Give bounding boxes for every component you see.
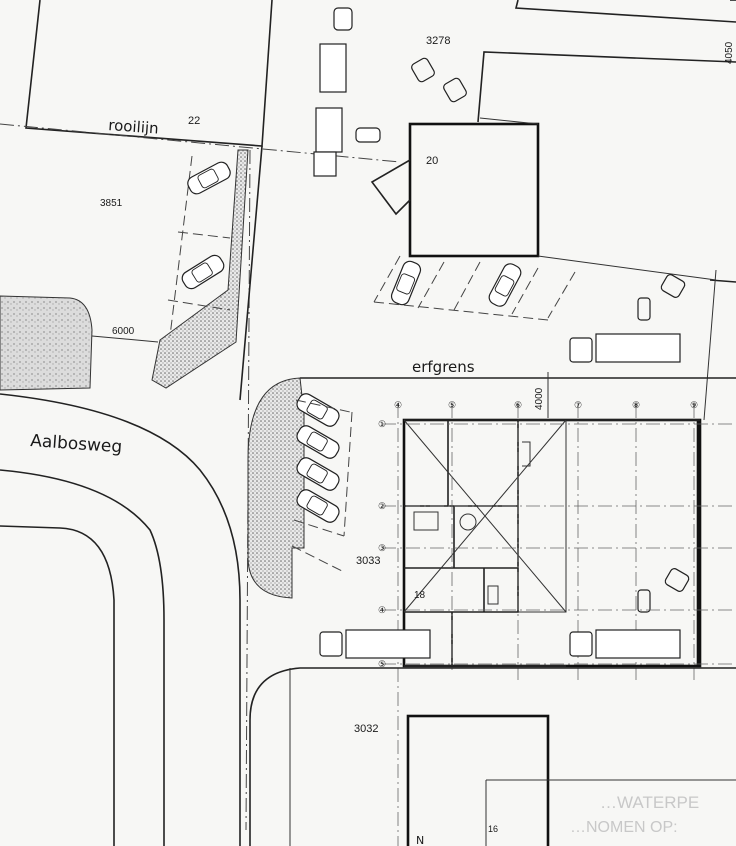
parcel-3278-left-outline <box>25 0 273 147</box>
new-building <box>402 418 702 668</box>
label-plot-16: 16 <box>488 824 498 834</box>
stamp-frame <box>485 779 736 846</box>
neighbour-building-right <box>477 51 736 283</box>
grid-marker: ④ <box>394 400 402 410</box>
grid-marker: ⑧ <box>632 400 640 410</box>
label-rooilijn: rooilijn <box>108 116 160 137</box>
label-dim-4050: 4050 <box>724 41 735 64</box>
building-16 <box>406 714 550 846</box>
grid-marker: ⑦ <box>574 400 582 410</box>
dimension-6000 <box>91 335 159 343</box>
grid-marker: ⑤ <box>448 400 456 410</box>
parked-car <box>388 258 424 308</box>
building-20-entrance <box>370 159 411 216</box>
road-edge-south <box>0 469 165 846</box>
building-20 <box>408 122 540 258</box>
label-dim-6000: 6000 <box>112 326 135 337</box>
grid-marker: ② <box>378 501 386 511</box>
truck-bottom-right <box>569 629 681 659</box>
label-street: Aalbosweg <box>30 431 123 457</box>
grid-marker: ④ <box>378 605 386 615</box>
forklift-group <box>411 57 690 613</box>
label-dim-4000: 4000 <box>534 387 545 410</box>
parking-island <box>247 377 305 599</box>
grid-marker: ⑥ <box>514 400 522 410</box>
label-plot-3032: 3032 <box>354 723 378 735</box>
label-plot-3278: 3278 <box>426 35 450 47</box>
parked-car <box>184 159 234 197</box>
label-room-18: 18 <box>414 590 426 601</box>
parking-stripes-20 <box>373 255 576 321</box>
label-erfgrens: erfgrens <box>412 358 475 376</box>
grid-marker: ⑤ <box>378 659 386 669</box>
parked-car <box>486 260 524 310</box>
road-edge-north <box>0 393 241 846</box>
label-plot-3851: 3851 <box>100 198 123 209</box>
rooilijn-line <box>0 123 401 163</box>
label-plot-22: 22 <box>188 115 200 127</box>
grid-marker: ③ <box>378 543 386 553</box>
label-north: N <box>416 834 424 846</box>
truck-right <box>569 333 681 363</box>
grid-column-markers: ④ ⑤ ⑥ ⑦ ⑧ ⑨ <box>394 400 698 410</box>
truck-bottom-left <box>319 629 431 659</box>
stamp-text-2: …NOMEN OP: <box>570 819 678 836</box>
curb-inner <box>0 525 115 846</box>
parcel-3032-outline <box>249 667 736 846</box>
grid-marker: ① <box>378 419 386 429</box>
structural-grid <box>382 404 736 846</box>
grid-marker: ⑨ <box>690 400 698 410</box>
grid-row-markers: ① ② ③ ④ ⑤ <box>378 419 386 669</box>
parked-car <box>178 252 228 292</box>
parcel-top-edge <box>514 0 736 23</box>
truck-top <box>313 7 381 177</box>
planting-strip <box>151 149 249 389</box>
paved-area-left <box>0 295 93 391</box>
stamp-text-1: …WATERPE <box>600 793 699 812</box>
label-building-20: 20 <box>426 155 438 167</box>
label-plot-3033: 3033 <box>356 555 380 567</box>
